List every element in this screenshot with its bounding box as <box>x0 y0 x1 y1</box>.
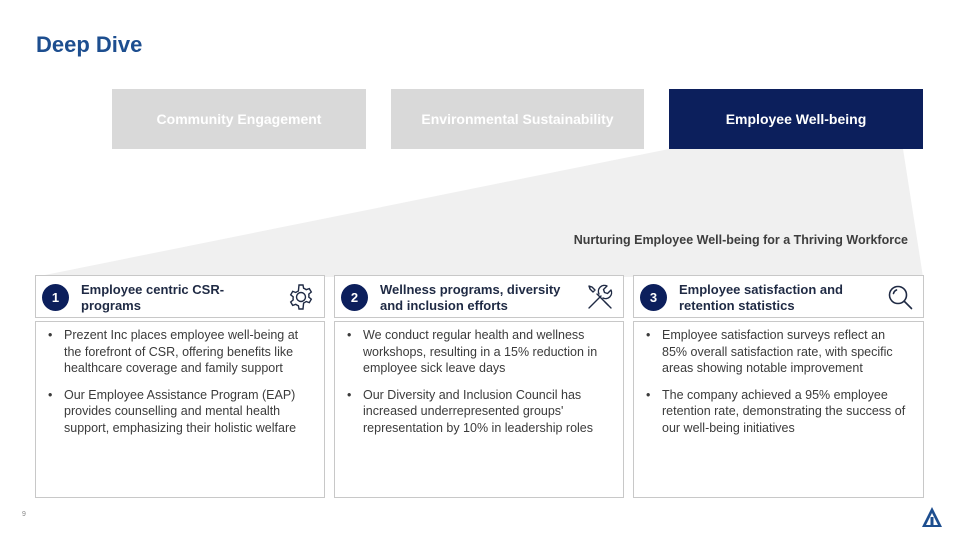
tools-icon <box>588 284 613 309</box>
gear-icon <box>289 284 313 310</box>
card-heading: Employee centric CSR-programs <box>81 282 225 313</box>
card-heading: Wellness programs, diversity and inclusi… <box>380 282 561 313</box>
list-item: Our Employee Assistance Program (EAP) pr… <box>44 387 314 437</box>
tab-community-engagement[interactable]: Community Engagement <box>112 89 366 149</box>
card-header-3: 3 Employee satisfaction and retention st… <box>633 275 924 318</box>
list-item: Our Diversity and Inclusion Council has … <box>343 387 613 437</box>
list-item: We conduct regular health and wellness w… <box>343 327 613 377</box>
list-item: Prezent Inc places employee well-being a… <box>44 327 314 377</box>
card-header-1: 1 Employee centric CSR-programs <box>35 275 325 318</box>
card-body-1: Prezent Inc places employee well-being a… <box>35 321 325 498</box>
tab-environmental-sustainability[interactable]: Environmental Sustainability <box>391 89 644 149</box>
tab-employee-well-being[interactable]: Employee Well-being <box>669 89 923 149</box>
step-number-badge: 1 <box>42 284 69 311</box>
card-body-2: We conduct regular health and wellness w… <box>334 321 624 498</box>
card-body-3: Employee satisfaction surveys reflect an… <box>633 321 924 498</box>
step-number-badge: 3 <box>640 284 667 311</box>
magnifier-icon <box>888 285 913 310</box>
page-number: 9 <box>22 511 26 518</box>
card-header-2: 2 Wellness programs, diversity and inclu… <box>334 275 624 318</box>
page-title: Deep Dive <box>36 32 143 57</box>
step-number-badge: 2 <box>341 284 368 311</box>
list-item: The company achieved a 95% employee rete… <box>642 387 913 437</box>
list-item: Employee satisfaction surveys reflect an… <box>642 327 913 377</box>
card-heading: Employee satisfaction and retention stat… <box>679 282 843 313</box>
company-logo-icon <box>922 507 942 527</box>
section-subtitle: Nurturing Employee Well-being for a Thri… <box>573 233 908 247</box>
